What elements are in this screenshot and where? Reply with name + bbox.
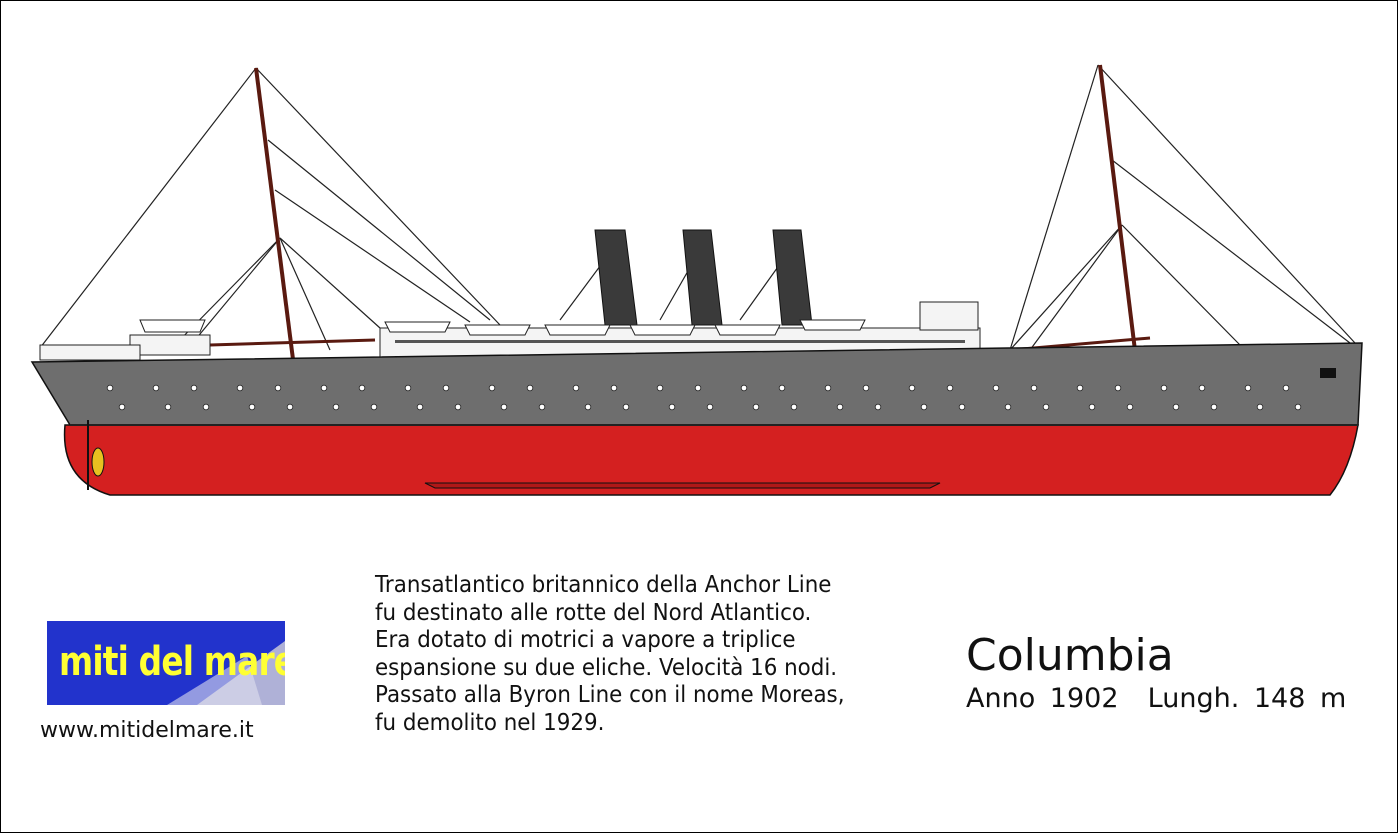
porthole bbox=[1210, 403, 1218, 411]
description-line: Transatlantico britannico della Anchor L… bbox=[375, 572, 832, 598]
porthole bbox=[118, 403, 126, 411]
porthole bbox=[572, 384, 580, 392]
porthole bbox=[358, 384, 366, 392]
ship-info: Anno 1902 Lungh. 148 m bbox=[966, 683, 1347, 714]
porthole bbox=[824, 384, 832, 392]
porthole bbox=[656, 384, 664, 392]
porthole bbox=[454, 403, 462, 411]
porthole bbox=[274, 384, 282, 392]
porthole bbox=[1198, 384, 1206, 392]
porthole bbox=[370, 403, 378, 411]
porthole bbox=[500, 403, 508, 411]
porthole bbox=[584, 403, 592, 411]
porthole bbox=[1244, 384, 1252, 392]
porthole bbox=[862, 384, 870, 392]
porthole bbox=[488, 384, 496, 392]
porthole bbox=[164, 403, 172, 411]
logo-text: miti del mare bbox=[59, 639, 285, 685]
description-line: espansione su due eliche. Velocità 16 no… bbox=[375, 654, 838, 681]
porthole bbox=[790, 403, 798, 411]
porthole bbox=[1160, 384, 1168, 392]
ship-name: Columbia bbox=[966, 630, 1174, 681]
porthole bbox=[236, 384, 244, 392]
ship-description: Transatlantico britannico della Anchor L… bbox=[375, 572, 845, 737]
porthole bbox=[668, 403, 676, 411]
porthole bbox=[920, 403, 928, 411]
porthole bbox=[610, 384, 618, 392]
ship-drawing bbox=[30, 64, 1363, 496]
porthole bbox=[190, 384, 198, 392]
porthole bbox=[752, 403, 760, 411]
porthole bbox=[1088, 403, 1096, 411]
porthole bbox=[694, 384, 702, 392]
propeller bbox=[91, 447, 105, 477]
site-logo: miti del mare bbox=[47, 621, 285, 705]
hull-lower bbox=[63, 424, 1359, 496]
porthole bbox=[1042, 403, 1050, 411]
porthole bbox=[1114, 384, 1122, 392]
porthole bbox=[416, 403, 424, 411]
porthole bbox=[622, 403, 630, 411]
porthole bbox=[1126, 403, 1134, 411]
porthole bbox=[836, 403, 844, 411]
porthole bbox=[538, 403, 546, 411]
porthole bbox=[332, 403, 340, 411]
porthole bbox=[740, 384, 748, 392]
masts bbox=[254, 64, 1140, 384]
description-line: fu destinato alle rotte del Nord Atlanti… bbox=[375, 599, 812, 626]
porthole bbox=[1282, 384, 1290, 392]
portholes bbox=[106, 384, 1302, 411]
bilge-keel bbox=[424, 482, 941, 489]
porthole bbox=[404, 384, 412, 392]
porthole bbox=[1294, 403, 1302, 411]
porthole bbox=[152, 384, 160, 392]
porthole bbox=[106, 384, 114, 392]
website-url[interactable]: www.mitidelmare.it bbox=[40, 718, 254, 743]
porthole bbox=[958, 403, 966, 411]
lifeboats bbox=[139, 319, 866, 336]
porthole bbox=[992, 384, 1000, 392]
anchor-icon bbox=[1320, 368, 1336, 378]
porthole bbox=[946, 384, 954, 392]
logo-sail-shape bbox=[167, 641, 285, 705]
porthole bbox=[1004, 403, 1012, 411]
porthole bbox=[1076, 384, 1084, 392]
porthole bbox=[908, 384, 916, 392]
porthole bbox=[526, 384, 534, 392]
porthole bbox=[442, 384, 450, 392]
porthole bbox=[248, 403, 256, 411]
description-line: Passato alla Byron Line con il nome More… bbox=[375, 682, 845, 708]
description-line: Era dotato di motrici a vapore a triplic… bbox=[375, 627, 796, 653]
hull-upper bbox=[30, 342, 1363, 426]
funnels bbox=[594, 229, 813, 326]
porthole bbox=[1172, 403, 1180, 411]
porthole bbox=[706, 403, 714, 411]
description-line: fu demolito nel 1929. bbox=[375, 709, 605, 736]
porthole bbox=[1030, 384, 1038, 392]
porthole bbox=[874, 403, 882, 411]
porthole bbox=[202, 403, 210, 411]
porthole bbox=[1256, 403, 1264, 411]
porthole bbox=[778, 384, 786, 392]
porthole bbox=[286, 403, 294, 411]
porthole bbox=[320, 384, 328, 392]
